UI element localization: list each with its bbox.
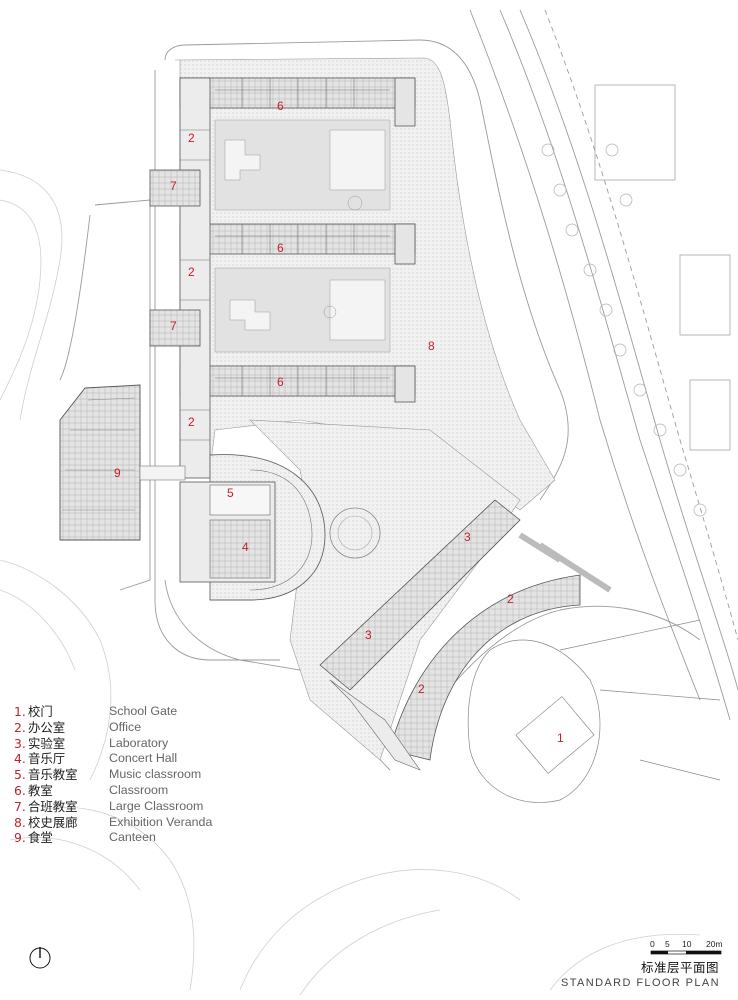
site-paths	[59, 39, 701, 771]
legend-number: 7.	[14, 798, 26, 814]
legend-item: 7. 合班教室 Large Classroom	[14, 799, 244, 815]
legend-item: 3. 实验室 Laboratory	[14, 736, 244, 752]
label-classroom-c: 6	[277, 375, 284, 389]
label-office-a: 2	[188, 131, 195, 145]
legend-chinese: 音乐教室	[28, 767, 78, 783]
gate-area	[467, 619, 721, 803]
north-teaching-building	[179, 77, 416, 479]
north-arrow-icon	[29, 947, 51, 969]
large-classroom-blocks	[149, 169, 201, 347]
concert-hall-block	[179, 454, 381, 601]
legend-chinese: 教室	[28, 782, 53, 798]
road-trees	[541, 143, 707, 517]
scale-tick-label: 20m	[706, 939, 723, 949]
legend-chinese: 校史展廊	[28, 814, 78, 830]
scale-bar	[650, 950, 722, 955]
label-office-d: 2	[507, 592, 514, 606]
legend-number: 4.	[14, 751, 26, 767]
curved-road	[469, 9, 738, 721]
scale-tick-label: 0	[650, 939, 655, 949]
legend-number: 2.	[14, 719, 26, 735]
legend-item: 2. 办公室 Office	[14, 720, 244, 736]
legend-item: 9. 食堂 Canteen	[14, 830, 244, 846]
legend-number: 5.	[14, 767, 26, 783]
plan-number-labels: 2 2 2 6 6 6 7 7 8 9 5 4 3 3 2 2 1	[114, 99, 564, 745]
label-large-classroom-a: 7	[170, 179, 177, 193]
label-lab-a: 3	[464, 530, 471, 544]
scale-tick-label: 10	[682, 939, 692, 949]
legend-item: 1. 校门 School Gate	[14, 704, 244, 720]
legend-item: 4. 音乐厅 Concert Hall	[14, 751, 244, 767]
legend: 1. 校门 School Gate 2. 办公室 Office 3. 实验室 L…	[14, 704, 244, 846]
legend-number: 6.	[14, 782, 26, 798]
legend-chinese: 食堂	[28, 830, 53, 846]
label-concert-hall: 4	[242, 540, 249, 554]
drawing-title-chinese: 标准层平面图	[640, 960, 719, 975]
neighbor-buildings	[594, 84, 731, 451]
label-office-c: 2	[188, 415, 195, 429]
legend-english: Exhibition Veranda	[109, 814, 213, 829]
label-office-b: 2	[188, 265, 195, 279]
label-gate: 1	[557, 731, 564, 745]
legend-number: 8.	[14, 814, 26, 830]
legend-item: 8. 校史展廊 Exhibition Veranda	[14, 815, 244, 831]
label-classroom-a: 6	[277, 99, 284, 113]
legend-english: Canteen	[109, 830, 156, 845]
legend-number: 3.	[14, 735, 26, 751]
legend-english: Office	[109, 719, 142, 734]
legend-chinese: 办公室	[28, 719, 66, 735]
canteen-building	[59, 384, 186, 541]
legend-chinese: 音乐厅	[28, 751, 66, 767]
legend-english: Concert Hall	[109, 751, 178, 766]
scale-tick-label: 5	[665, 939, 670, 949]
legend-chinese: 校门	[28, 704, 53, 719]
legend-item: 5. 音乐教室 Music classroom	[14, 767, 244, 783]
legend-item: 6. 教室 Classroom	[14, 783, 244, 799]
legend-english: Classroom	[109, 782, 169, 797]
contour-lines	[0, 169, 701, 996]
legend-number: 1.	[14, 704, 26, 719]
scale-bar-labels: 0 5 10 20m	[650, 939, 723, 951]
legend-chinese: 实验室	[28, 735, 66, 751]
label-lab-b: 3	[365, 628, 372, 642]
label-large-classroom-b: 7	[170, 319, 177, 333]
drawing-title-english: STANDARD FLOOR PLAN	[560, 977, 720, 989]
label-canteen: 9	[114, 466, 121, 480]
legend-english: Large Classroom	[109, 798, 204, 813]
legend-english: Laboratory	[109, 735, 169, 750]
legend-english: School Gate	[109, 704, 178, 718]
legend-english: Music classroom	[109, 767, 202, 782]
label-exhibition: 8	[428, 339, 435, 353]
legend-number: 9.	[14, 830, 26, 846]
label-classroom-b: 6	[277, 241, 284, 255]
label-music-classroom: 5	[227, 486, 234, 500]
label-office-e: 2	[418, 682, 425, 696]
south-lab-building	[319, 499, 612, 771]
legend-chinese: 合班教室	[28, 798, 78, 814]
